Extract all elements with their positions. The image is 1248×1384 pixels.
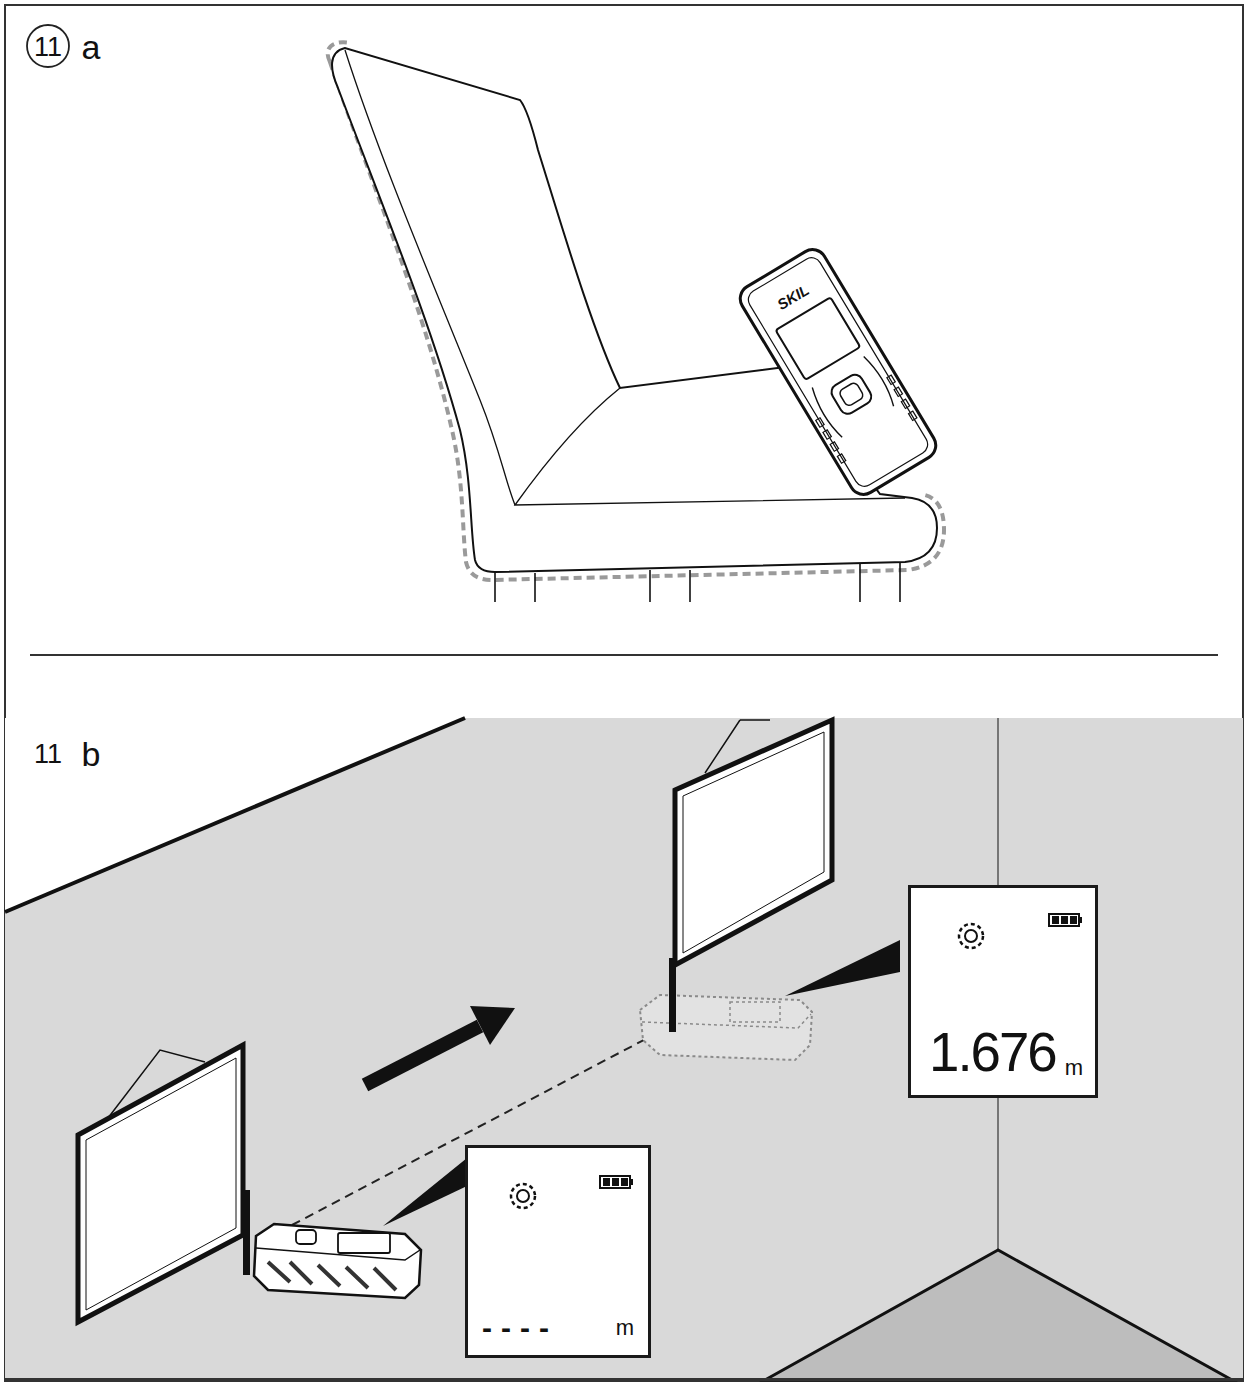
- floor: [765, 1250, 1232, 1380]
- figure-number: 11: [34, 34, 62, 61]
- ceiling: [5, 718, 465, 912]
- laser-measure: [735, 244, 941, 499]
- display-value: 1.676: [929, 1026, 1056, 1081]
- figure-letter: a: [82, 30, 101, 64]
- wall: [5, 718, 1243, 1380]
- callout-wedge: [383, 1158, 467, 1226]
- display-icons: [911, 888, 1101, 968]
- picture-frame: [675, 720, 832, 965]
- display-unit: m: [1065, 1057, 1083, 1079]
- display-icons: [468, 1148, 654, 1228]
- chair: [328, 42, 944, 602]
- panel-divider: [30, 654, 1218, 656]
- move-arrow: [365, 1006, 515, 1085]
- display-screen: ---- m: [465, 1145, 651, 1358]
- laser-measure-moved: [640, 958, 812, 1060]
- figure-frame: [5, 5, 1243, 1381]
- display-unit: m: [616, 1317, 634, 1339]
- label-circle: [27, 25, 69, 67]
- figure-letter: b: [82, 737, 101, 771]
- picture-frame: [78, 1045, 243, 1322]
- figure-number: 11: [34, 741, 62, 768]
- display-screen: 1.676 m: [908, 885, 1098, 1098]
- callout-wedge: [785, 940, 900, 996]
- laser-measure: [243, 1190, 421, 1298]
- ceiling-edge: [5, 718, 465, 912]
- display-value: ----: [482, 1313, 558, 1343]
